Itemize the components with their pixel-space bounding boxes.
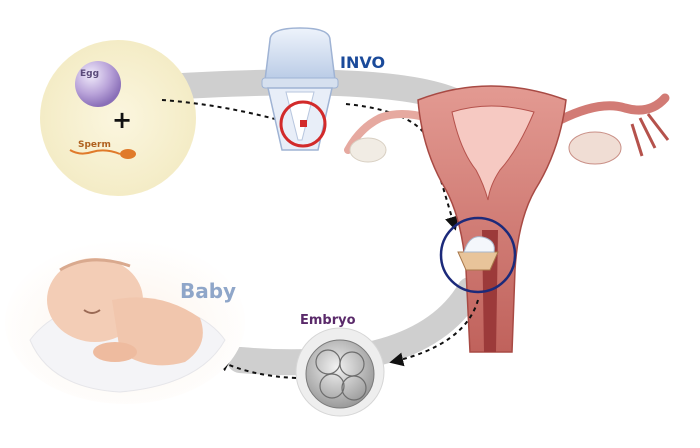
- left-fallopian-tube: [344, 110, 432, 154]
- uterine-cavity: [451, 105, 535, 201]
- invo-in-place-icon: [457, 236, 499, 271]
- egg-sperm-badge: Egg + Sperm: [40, 40, 196, 196]
- invo-highlight-circle: [279, 100, 327, 148]
- track-bottom: [227, 277, 483, 376]
- arrow-invo-to-uterus: [345, 103, 459, 231]
- blastomere: [319, 373, 345, 399]
- baby-hair: [59, 258, 131, 272]
- invo-contents-marker: [300, 120, 307, 127]
- uterus-body: [417, 85, 567, 353]
- invo-label: INVO: [340, 53, 385, 72]
- sperm-label: Sperm: [78, 140, 111, 150]
- invo-device: INVO: [261, 27, 385, 151]
- sleeping-baby-photo: Baby: [5, 240, 245, 404]
- baby-label: Baby: [180, 279, 236, 303]
- egg-label: Egg: [80, 69, 99, 79]
- baby-hand: [93, 342, 137, 362]
- egg-cell-icon: [75, 61, 121, 107]
- embryo-badge: Embryo: [295, 313, 385, 417]
- uterus-illustration: [344, 85, 670, 353]
- sperm-icon: [69, 149, 136, 159]
- vaginal-placement-circle: [439, 216, 517, 294]
- baby-closed-eye: [83, 309, 101, 314]
- right-fallopian-tube: [555, 93, 670, 125]
- right-ovary: [568, 131, 622, 165]
- arrow-uterus-to-embryo: [389, 299, 479, 367]
- embryo-label: Embryo: [300, 313, 356, 328]
- embryo-cell-mass: [305, 339, 375, 409]
- left-ovary: [349, 137, 387, 163]
- plus-sign: +: [112, 106, 132, 134]
- fimbriae: [630, 113, 670, 157]
- blastomere: [341, 375, 367, 401]
